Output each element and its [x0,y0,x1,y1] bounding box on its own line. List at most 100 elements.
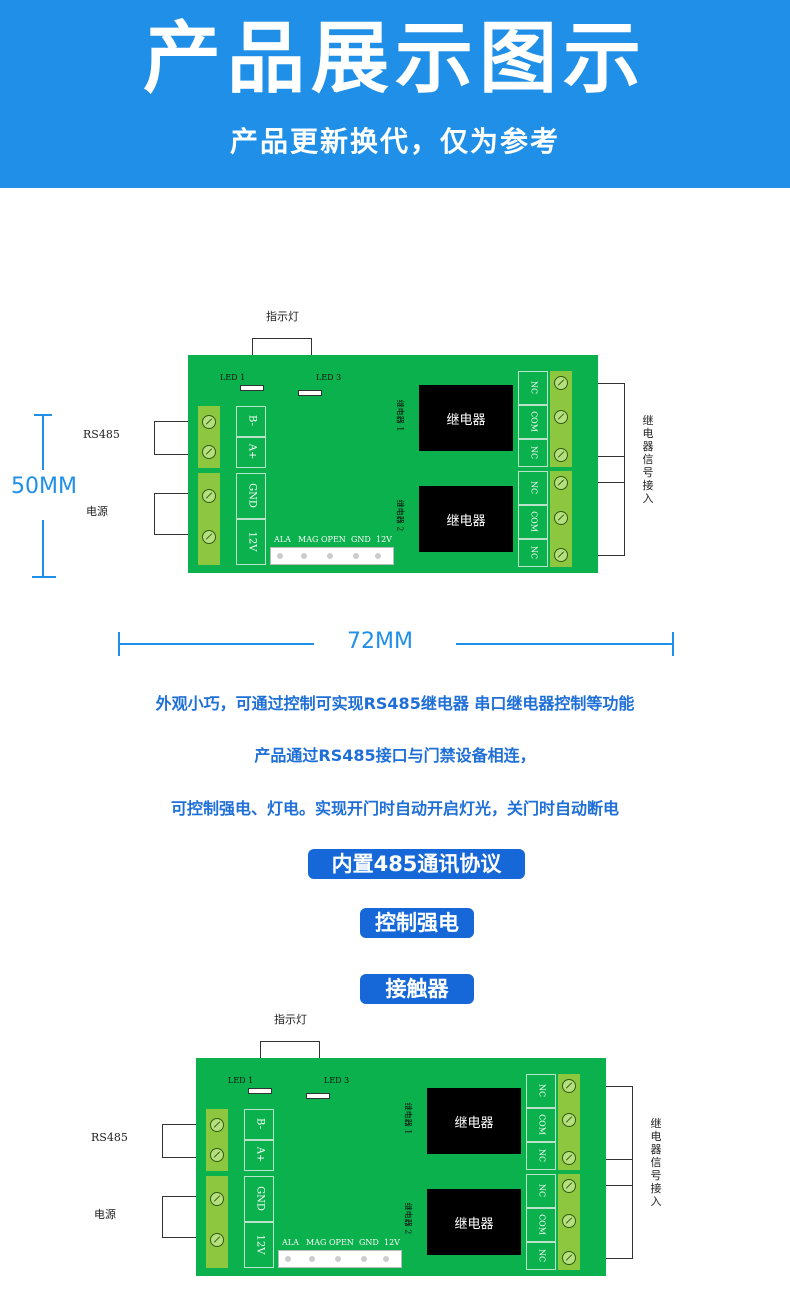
screw-icon [562,1214,576,1228]
pin-label-gnd: GND [359,1238,379,1247]
description-line-3: 可控制强电、灯电。实现开门时自动开启灯光，关门时自动断电 [170,799,619,818]
height-dimension: 50MM [11,474,77,499]
relay2: 继电器 [419,486,513,552]
power-leader [162,1196,214,1238]
width-dimension: 72MM [347,629,413,654]
header-banner: 产品展示图示 产品更新换代，仅为参考 [0,0,790,188]
screw-icon [554,476,568,490]
relay1-name: 继电器 1 [395,399,405,432]
rs485-terminal [198,406,220,468]
screw-icon [202,489,216,503]
relay1-terminal [558,1074,580,1170]
relay1-terminal [550,371,572,467]
a-plus-box: A+ [236,437,266,468]
pin-label-mag: MAG [306,1238,327,1247]
led3-label: LED 3 [324,1076,350,1085]
pin-label-gnd: GND [351,535,371,544]
pin-label-open: OPEN [321,535,346,544]
screw-icon [554,376,568,390]
nc-box: NC [526,1074,556,1108]
page-title: 产品展示图示 [142,14,647,104]
led3 [306,1093,330,1099]
com-box: COM [518,405,548,439]
screw-icon [210,1148,224,1162]
height-dimension-line [42,414,44,470]
width-dimension-line [118,643,314,645]
width-dimension-line [456,643,674,645]
pin-header [270,547,394,565]
nc-box: NC [526,1242,556,1270]
indicator-label: 指示灯 [274,1013,307,1026]
indicator-label: 指示灯 [266,310,299,323]
nc-box: NC [526,1174,556,1208]
feature-badge-protocol: 内置485通讯协议 [308,849,525,879]
relay2: 继电器 [427,1189,521,1255]
relay2-name: 继电器 2 [395,499,405,532]
description-line-2: 产品通过RS485接口与门禁设备相连， [254,746,536,765]
power-leader [154,493,206,535]
led1 [248,1088,272,1094]
page-subtitle: 产品更新换代，仅为参考 [229,125,560,158]
pin-label-12v: 12V [376,535,392,544]
relay1-name: 继电器 1 [403,1102,413,1135]
power-terminal [198,473,220,565]
gnd-box: GND [236,473,266,519]
b-minus-box: B- [236,406,266,437]
power-label: 电源 [86,505,108,518]
screw-icon [562,1151,576,1165]
pcb-board: LED 1 LED 3 B- A+ GND 12V 继电器 1 继电器 继电器 … [196,1058,606,1276]
v12-box: 12V [236,519,266,565]
pin-label-open: OPEN [329,1238,354,1247]
v12-box: 12V [244,1222,274,1268]
nc-box: NC [518,539,548,567]
pcb-diagram-2: 指示灯 RS485 电源 继 电 器 信 号 接 入 LED 1 LED 3 B… [8,1003,788,1293]
relay1: 继电器 [419,385,513,451]
a-plus-box: A+ [244,1140,274,1171]
pin-header [278,1250,402,1268]
height-dimension-line [42,520,44,578]
led1 [240,385,264,391]
screw-icon [554,548,568,562]
relay1: 继电器 [427,1088,521,1154]
description-line-1: 外观小巧，可通过控制可实现RS485继电器 串口继电器控制等功能 [155,694,635,713]
screw-icon [210,1192,224,1206]
relay2-name: 继电器 2 [403,1202,413,1235]
power-terminal [206,1176,228,1268]
nc-box: NC [518,371,548,405]
relay2-terminal [550,471,572,567]
led3 [298,390,322,396]
com-box: COM [526,1108,556,1142]
led1-label: LED 1 [228,1076,254,1085]
screw-icon [562,1113,576,1127]
rs485-label: RS485 [83,428,120,441]
rs485-label: RS485 [91,1131,128,1144]
relay2-terminal [558,1174,580,1270]
feature-badge-strong-current: 控制强电 [360,908,474,938]
screw-icon [554,448,568,462]
screw-icon [202,445,216,459]
gnd-box: GND [244,1176,274,1222]
pin-label-mag: MAG [298,535,319,544]
nc-box: NC [518,471,548,505]
screw-icon [554,410,568,424]
b-minus-box: B- [244,1109,274,1140]
screw-icon [210,1233,224,1247]
screw-icon [202,415,216,429]
rs485-leader [162,1124,214,1158]
pcb-board: LED 1 LED 3 B- A+ GND 12V 继电器 1 继电器 继电器 … [188,355,598,573]
led3-label: LED 3 [316,373,342,382]
pin-label-12v: 12V [384,1238,400,1247]
power-label: 电源 [94,1208,116,1221]
rs485-leader [154,421,206,455]
height-dimension-cap [32,576,56,578]
screw-icon [562,1251,576,1265]
nc-box: NC [518,439,548,467]
feature-badge-contactor: 接触器 [360,974,474,1004]
com-box: COM [526,1208,556,1242]
com-box: COM [518,505,548,539]
width-dimension-cap [672,632,674,656]
screw-icon [554,511,568,525]
screw-icon [202,530,216,544]
pin-label-ala: ALA [282,1238,299,1247]
screw-icon [562,1179,576,1193]
